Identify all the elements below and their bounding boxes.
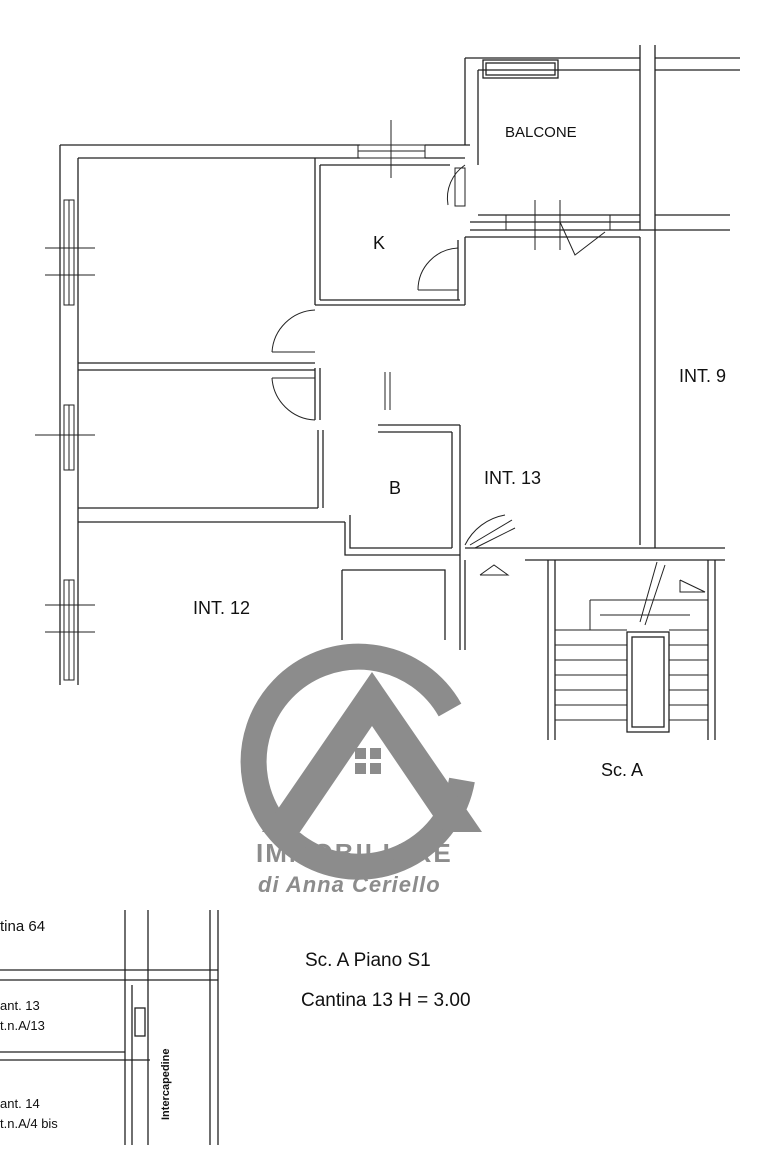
logo-name: IMMOBILIARE <box>256 838 453 868</box>
room-label-int12: INT. 12 <box>193 598 251 618</box>
room-label-balcone: BALCONE <box>505 124 577 141</box>
doors <box>271 164 606 576</box>
cellar-label-13-line1: ant. 13 <box>0 998 40 1013</box>
info-floor-line: Sc. A Piano S1 <box>305 950 431 971</box>
cellar-label-14-line1: ant. 14 <box>0 1096 40 1111</box>
cellar-label-14-line2: t.n.A/4 bis <box>0 1116 58 1131</box>
cellar-label-13-line2: t.n.A/13 <box>0 1018 45 1033</box>
cellar-walls <box>0 910 219 1145</box>
room-label-bath: B <box>389 478 402 498</box>
stair-steps <box>555 561 708 721</box>
logo-mark <box>240 643 482 880</box>
room-label-kitchen: K <box>373 233 386 253</box>
info-cantina-line: Cantina 13 H = 3.00 <box>301 990 471 1011</box>
intercapedine-label: Intercapedine <box>160 1048 172 1120</box>
windows <box>35 120 611 681</box>
logo-subtitle: di Anna Ceriello <box>258 872 441 897</box>
cellar-label-64: tina 64 <box>0 918 46 935</box>
plan-walls <box>59 45 740 740</box>
room-label-int13: INT. 13 <box>484 468 542 488</box>
room-label-int9: INT. 9 <box>679 366 727 386</box>
stair-label: Sc. A <box>601 760 644 780</box>
